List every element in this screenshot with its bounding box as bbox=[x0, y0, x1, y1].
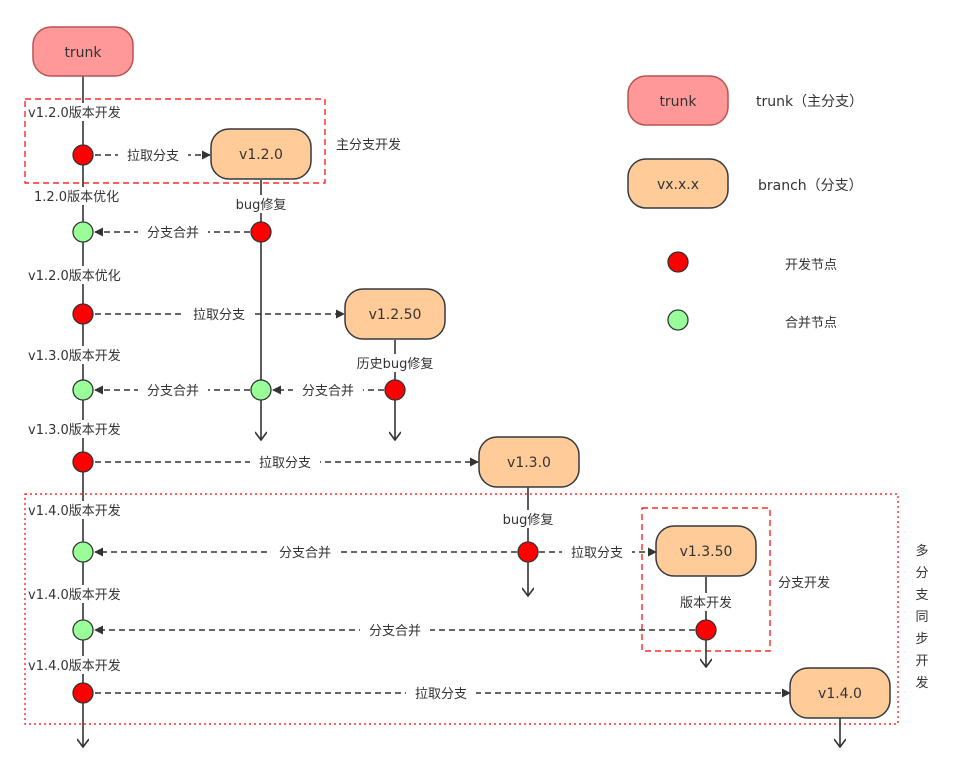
legend-dev-text: 开发节点 bbox=[785, 257, 837, 273]
branch-label-bugfix-2: bug修复 bbox=[503, 513, 554, 528]
trunk-label-5: v1.3.0版本开发 bbox=[28, 422, 121, 438]
edge-label-merge-5: 分支合并 bbox=[369, 624, 421, 639]
legend-merge-text: 合并节点 bbox=[785, 316, 837, 331]
merge-node bbox=[250, 379, 272, 401]
legend: trunk trunk（主分支） vx.x.x branch（分支） 开发节点 … bbox=[627, 75, 863, 331]
svg-text:v1.3.0: v1.3.0 bbox=[507, 455, 551, 471]
dev-node bbox=[695, 619, 717, 641]
node-v130: v1.3.0 bbox=[478, 436, 580, 488]
svg-text:v1.2.50: v1.2.50 bbox=[369, 307, 422, 323]
svg-text:支: 支 bbox=[915, 588, 928, 603]
dev-node bbox=[72, 682, 94, 704]
legend-dev-node: 开发节点 bbox=[667, 251, 837, 273]
node-v1250: v1.2.50 bbox=[344, 288, 446, 340]
edge-label-merge-3: 分支合并 bbox=[302, 384, 354, 399]
branch-label-hist-bugfix: 历史bug修复 bbox=[357, 357, 434, 372]
merge-node bbox=[72, 541, 94, 563]
svg-text:发: 发 bbox=[915, 675, 928, 691]
edge-label-merge-2: 分支合并 bbox=[147, 384, 199, 399]
merge-node bbox=[72, 221, 94, 243]
trunk-label-1: v1.2.0版本开发 bbox=[28, 105, 121, 121]
edge-label-pull-3: 拉取分支 bbox=[259, 456, 311, 471]
dev-node bbox=[384, 379, 406, 401]
svg-text:分: 分 bbox=[915, 566, 928, 581]
legend-trunk-text: trunk（主分支） bbox=[756, 94, 863, 110]
branch-label-bugfix-1: bug修复 bbox=[236, 198, 287, 213]
dev-node bbox=[517, 541, 539, 563]
trunk-label-8: v1.4.0版本开发 bbox=[28, 658, 121, 674]
edge-label-pull-1: 拉取分支 bbox=[127, 149, 179, 164]
svg-text:步: 步 bbox=[915, 632, 928, 647]
branch-label-version-dev: 版本开发 bbox=[680, 595, 732, 611]
dev-node bbox=[72, 144, 94, 166]
svg-text:开: 开 bbox=[915, 654, 928, 669]
edge-label-pull-2: 拉取分支 bbox=[193, 308, 245, 323]
node-trunk: trunk bbox=[32, 26, 134, 77]
legend-branch: vx.x.x branch（分支） bbox=[627, 158, 863, 209]
svg-text:trunk: trunk bbox=[659, 94, 697, 110]
edge-label-merge-1: 分支合并 bbox=[147, 226, 199, 241]
multi-sync-frame bbox=[24, 493, 899, 725]
edge-label-pull-5: 拉取分支 bbox=[415, 687, 467, 702]
trunk-label-2: 1.2.0版本优化 bbox=[34, 190, 119, 205]
node-v140: v1.4.0 bbox=[789, 667, 891, 719]
node-v120: v1.2.0 bbox=[210, 128, 312, 180]
legend-merge-node: 合并节点 bbox=[667, 309, 837, 331]
trunk-label-7: v1.4.0版本开发 bbox=[28, 587, 121, 603]
legend-trunk: trunk trunk（主分支） bbox=[627, 75, 863, 126]
trunk-label-4: v1.3.0版本开发 bbox=[28, 348, 121, 364]
svg-text:v1.3.50: v1.3.50 bbox=[680, 544, 733, 560]
trunk-label-3: v1.2.0版本优化 bbox=[28, 269, 121, 284]
svg-text:vx.x.x: vx.x.x bbox=[657, 177, 699, 193]
svg-text:v1.4.0: v1.4.0 bbox=[818, 686, 862, 702]
merge-node bbox=[72, 379, 94, 401]
dev-node bbox=[72, 451, 94, 473]
main-dev-frame bbox=[24, 98, 326, 184]
edge-label-merge-4: 分支合并 bbox=[279, 546, 331, 561]
frame-label-branch-dev: 分支开发 bbox=[778, 575, 830, 591]
legend-branch-text: branch（分支） bbox=[758, 178, 863, 194]
dev-node bbox=[250, 221, 272, 243]
svg-text:多: 多 bbox=[915, 543, 928, 559]
trunk-label-6: v1.4.0版本开发 bbox=[28, 503, 121, 519]
merge-node bbox=[72, 619, 94, 641]
edge-label-pull-4: 拉取分支 bbox=[571, 546, 623, 561]
svg-text:同: 同 bbox=[915, 610, 928, 625]
frame-label-multi-sync: 多 分 支 同 步 开 发 bbox=[915, 543, 928, 691]
svg-text:v1.2.0: v1.2.0 bbox=[239, 147, 283, 163]
frame-label-main-dev: 主分支开发 bbox=[336, 137, 401, 153]
dev-node bbox=[72, 303, 94, 325]
node-v1350: v1.3.50 bbox=[655, 525, 757, 577]
svg-text:trunk: trunk bbox=[64, 45, 102, 61]
